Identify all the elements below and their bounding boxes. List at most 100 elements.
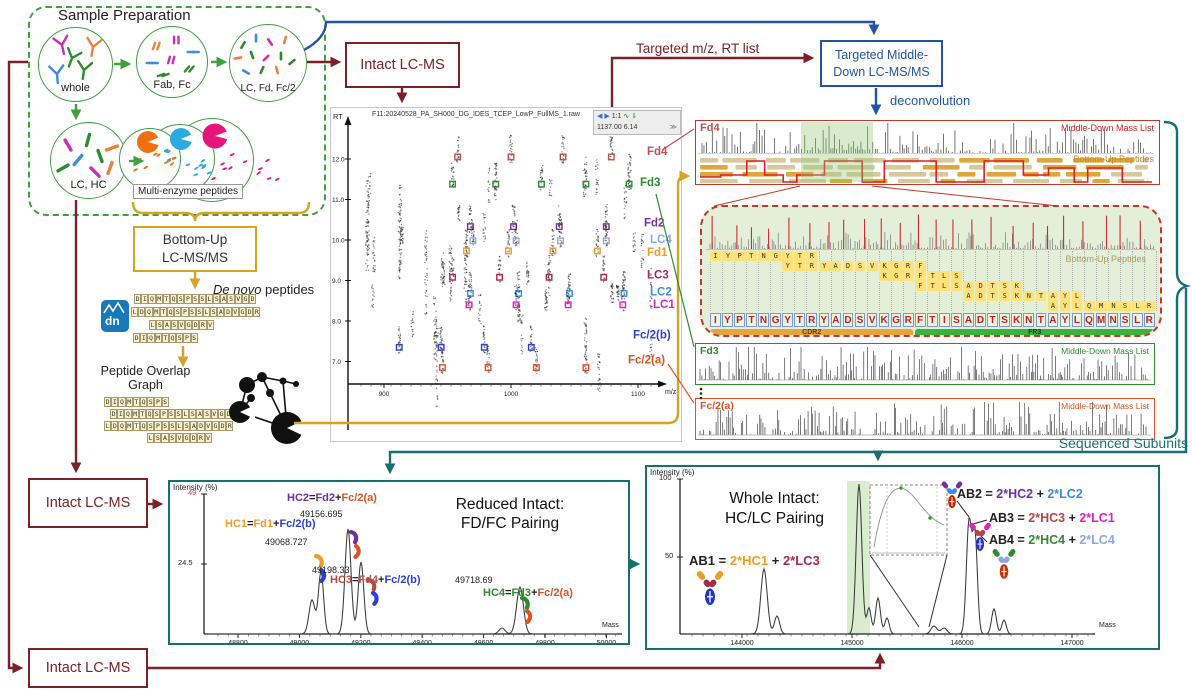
whole-title: Whole Intact: HC/LC Pairing <box>724 490 825 528</box>
sequence-residue: T <box>1035 313 1047 327</box>
rt-tick: 9.0 <box>332 278 341 285</box>
assembly-path <box>700 160 1152 183</box>
column-guide <box>878 251 880 311</box>
mass-tick: 49000 <box>290 640 310 643</box>
sequence-residue: Q <box>1083 313 1095 327</box>
fragment-cell: Y <box>1059 301 1071 311</box>
intact-lcms-box-top: Intact LC-MS <box>345 42 460 88</box>
prev-button[interactable]: ◀ <box>597 113 603 120</box>
mass-tick: 145000 <box>840 640 863 647</box>
column-guide <box>842 251 844 311</box>
antibody-icon <box>992 549 1016 579</box>
sequence-residue: K <box>1011 313 1023 327</box>
sequence-residue: G <box>770 313 781 327</box>
sequence-residue: N <box>1107 313 1119 327</box>
sequence-residue: Y <box>722 313 733 327</box>
series-label: Fc/2(b) <box>633 329 671 341</box>
fd4-mass-list-label: Middle-Down Mass List <box>1060 123 1154 133</box>
fd3-panel: Fd3 Middle-Down Mass List <box>695 343 1155 385</box>
reduced-spectrum: 48800490004920049400496004980050000 <box>201 493 622 643</box>
mz-tick: 1100 <box>631 391 645 398</box>
sequence-residue: I <box>710 313 721 327</box>
fragment-cell: M <box>1095 301 1107 311</box>
lc-fd-fc2-circle: LC, Fd, Fc/2 <box>229 24 307 102</box>
sequence-residue: T <box>987 313 998 327</box>
peak-tool-icon[interactable]: ∿ <box>623 113 630 120</box>
inset-zoom-box <box>869 484 948 556</box>
toolbar-chevrons[interactable]: ≫ <box>669 123 677 131</box>
next-button[interactable]: ▶ <box>604 113 610 120</box>
sequence-residue: S <box>854 313 866 327</box>
reduced-title: Reduced Intact: FD/FC Pairing <box>455 496 565 533</box>
hc-pair-label: HC3=Fd4+Fc/2(b) <box>330 574 421 586</box>
fd4-panel: Fd4 Middle-Down Mass List Bottom-Up Pept… <box>695 120 1160 185</box>
sequence-residue: Y <box>818 313 830 327</box>
intact-lcms-box-mid: Intact LC-MS <box>28 478 148 528</box>
column-guide <box>854 251 856 311</box>
column-guide <box>1071 251 1073 311</box>
dn-logo: dn <box>101 300 129 332</box>
fragment-cell: S <box>951 281 962 291</box>
mz-axis-label: m/z <box>665 389 677 396</box>
bottom-up-box: Bottom-Up LC-MS/MS <box>133 226 257 272</box>
toolbar-rt-value: 6.14 <box>623 123 638 131</box>
targeted-middle-down-box: Targeted Middle- Down LC-MS/MS <box>820 40 943 87</box>
column-guide <box>1095 251 1097 311</box>
fragment-cell: F <box>914 261 926 271</box>
rt-tick: 11.0 <box>332 197 345 204</box>
subunit-icon <box>348 529 359 545</box>
sequence-residue: S <box>1119 313 1131 327</box>
column-guide <box>1023 251 1025 311</box>
zoom-scale-label[interactable]: 1:1 <box>611 113 622 120</box>
fragment-cell: F <box>914 271 926 281</box>
fragment-cell: A <box>1047 301 1059 311</box>
sequence-residue: M <box>1095 313 1107 327</box>
column-guide <box>770 251 772 311</box>
fragment-cell: Q <box>1083 301 1095 311</box>
peak-mass-label: 49718.69 <box>455 575 493 585</box>
sequence-residue: Y <box>782 313 793 327</box>
mass-tick: 147000 <box>1060 640 1083 647</box>
column-guide <box>1156 251 1157 311</box>
whole-mass-label: Mass <box>1099 622 1116 629</box>
column-guide <box>818 251 820 311</box>
fragment-cell: K <box>1011 281 1023 291</box>
peptide-overlap-graph-icon <box>229 372 306 444</box>
rt-axis-label: RT <box>333 112 343 121</box>
de-novo-italic: De novo <box>213 282 262 297</box>
lc-hc-circle: LC, HC <box>50 122 127 199</box>
fragment-cell: T <box>987 281 999 291</box>
intact-lcms-box-bottom: Intact LC-MS <box>28 648 148 688</box>
export-icon[interactable]: ⇓ <box>631 113 638 120</box>
fragment-cell: Y <box>782 261 794 271</box>
sequence-residue: A <box>1047 313 1059 327</box>
fragment-cell: R <box>806 251 818 261</box>
fragment-cell: D <box>842 261 854 271</box>
reduced-intensity-label: Intensity (%) <box>173 483 218 492</box>
fragment-cell: S <box>999 291 1011 301</box>
target-marker <box>454 153 462 161</box>
column-guide <box>1119 251 1121 311</box>
fd4-bottom-up-label: Bottom-Up Peptides <box>1073 154 1154 164</box>
fragment-cell: A <box>963 281 974 291</box>
column-guide <box>890 251 892 311</box>
reduced-intact-panel: 48800490004920049400496004980050000 Inte… <box>168 480 630 645</box>
sequence-residue: N <box>1023 313 1035 327</box>
fragment-cell: A <box>963 291 974 301</box>
sequence-residue: T <box>927 313 938 327</box>
zoom-region-highlight <box>801 122 873 182</box>
mass-tick: 50000 <box>597 640 617 643</box>
fragment-cell: L <box>1071 301 1083 311</box>
ab-pair-label: AB2 = 2*HC2 + 2*LC2 <box>957 487 1083 501</box>
dn-peaks-icon <box>103 301 125 314</box>
